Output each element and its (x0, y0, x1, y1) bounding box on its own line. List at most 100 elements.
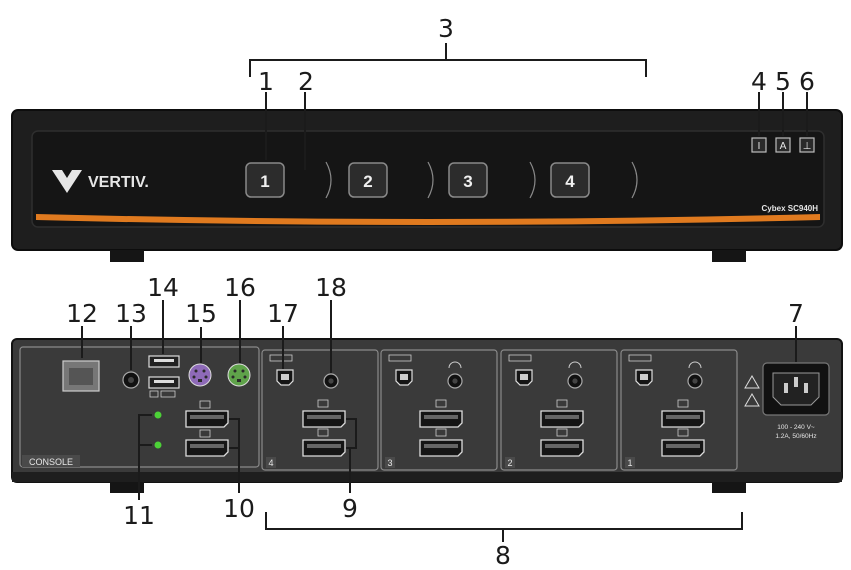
displayport-top[interactable] (540, 410, 584, 428)
displayport-bottom[interactable] (540, 439, 584, 457)
audio-jack[interactable] (323, 373, 339, 389)
callout-2: 2 (298, 67, 314, 96)
monitor-icon (199, 429, 211, 438)
usb-b-port[interactable] (635, 369, 653, 386)
channel-button-2[interactable]: 2 (348, 162, 388, 198)
port-group-number: 4 (268, 458, 273, 468)
callout-12: 12 (66, 299, 98, 328)
power-inlet[interactable] (762, 362, 830, 416)
callout-18: 18 (315, 273, 347, 302)
usb-b-port[interactable] (395, 369, 413, 386)
bracket-computer-ports (265, 512, 743, 530)
channel-button-4[interactable]: 4 (550, 162, 590, 198)
displayport-bottom[interactable] (419, 439, 463, 457)
monitor-icon (435, 399, 447, 408)
monitor-icon (317, 399, 329, 408)
usb-keyboard-mouse-icon (628, 354, 652, 362)
console-usb-port-top[interactable] (148, 355, 180, 368)
leader-11 (138, 414, 152, 500)
headphone-icon (688, 361, 702, 369)
callout-17: 17 (267, 299, 299, 328)
console-audio-jack[interactable] (122, 371, 140, 389)
indicator-caps-lock: A (775, 137, 791, 153)
power-rating-line2: 1.2A, 50/60Hz (775, 433, 816, 440)
vertiv-chevron-icon (52, 170, 82, 193)
indicator-scroll-lock: ⊥ (799, 137, 815, 153)
rear-view: CONSOLE (11, 300, 843, 542)
callout-10: 10 (223, 494, 255, 523)
brand-text: VERTIV. (88, 174, 149, 191)
channel-button-label: 1 (260, 172, 269, 191)
port-group-3: 3 (380, 349, 498, 471)
monitor-icon (435, 428, 447, 437)
displayport-top[interactable] (302, 410, 346, 428)
callout-11: 11 (123, 501, 155, 530)
callout-9: 9 (342, 494, 358, 523)
console-label-box (22, 455, 80, 467)
indicator-glyph: ⊥ (803, 141, 812, 152)
front-view: VERTIV. 1 2 3 4 I A (11, 43, 843, 262)
callout-7: 7 (788, 299, 804, 328)
callout-8: 8 (495, 541, 511, 570)
console-led-bottom (154, 441, 162, 449)
usb-keyboard-mouse-icon (508, 354, 532, 362)
displayport-top[interactable] (419, 410, 463, 428)
port-group-4: 4 (261, 349, 379, 471)
monitor-icon (556, 428, 568, 437)
audio-jack[interactable] (567, 373, 583, 389)
monitor-icon (199, 400, 211, 409)
usb-keyboard-mouse-icon (388, 354, 412, 362)
usb-b-port[interactable] (515, 369, 533, 386)
callout-1: 1 (258, 67, 274, 96)
rear-foot-right (712, 482, 746, 493)
channel-button-3[interactable]: 3 (448, 162, 488, 198)
port-group-2: 2 (500, 349, 618, 471)
displayport-bottom[interactable] (661, 439, 705, 457)
rear-foot-left (110, 482, 144, 493)
audio-jack[interactable] (447, 373, 463, 389)
channel-button-1[interactable]: 1 (245, 162, 285, 198)
displayport-bottom[interactable] (302, 439, 346, 457)
displayport-top[interactable] (661, 410, 705, 428)
console-led-top (154, 411, 162, 419)
callout-16: 16 (224, 273, 256, 302)
rj45-port[interactable] (62, 360, 100, 392)
usb-b-port[interactable] (276, 369, 294, 386)
console-displayport-bottom[interactable] (185, 439, 229, 457)
channel-button-label: 4 (565, 172, 575, 191)
model-label: Cybex SC940H (762, 204, 819, 213)
channel-led-3 (529, 161, 536, 199)
indicator-glyph: A (780, 141, 787, 152)
channel-led-1 (325, 161, 332, 199)
port-group-1: 1 (620, 349, 738, 471)
callout-4: 4 (751, 67, 767, 96)
ps2-keyboard-port[interactable] (188, 363, 212, 387)
port-group-number: 2 (507, 458, 512, 468)
front-bezel (31, 130, 825, 228)
usb-keyboard-mouse-icon (269, 354, 293, 362)
warning-icon (744, 393, 760, 407)
headphone-icon (448, 361, 462, 369)
monitor-icon (677, 399, 689, 408)
audio-jack[interactable] (687, 373, 703, 389)
leader-9 (346, 418, 357, 493)
callout-numbers: 3 1 2 4 5 6 14 16 18 12 13 15 17 7 11 10… (66, 14, 815, 570)
monitor-icon (677, 428, 689, 437)
callout-15: 15 (185, 299, 217, 328)
monitor-icon (317, 428, 329, 437)
callout-5: 5 (775, 67, 791, 96)
channel-button-label: 3 (463, 172, 472, 191)
indicator-num-lock: I (751, 137, 767, 153)
rear-chassis-base (12, 472, 842, 482)
console-usb-port-bottom[interactable] (148, 376, 180, 389)
front-foot-right (712, 250, 746, 262)
console-displayport-top[interactable] (185, 410, 229, 428)
channel-led-2 (427, 161, 434, 199)
indicator-glyph: I (758, 141, 761, 152)
channel-button-label: 2 (363, 172, 372, 191)
port-group-number: 3 (387, 458, 392, 468)
power-rating-line1: 100 - 240 V~ (777, 424, 815, 431)
port-group-number: 1 (627, 458, 632, 468)
ps2-mouse-port[interactable] (227, 363, 251, 387)
